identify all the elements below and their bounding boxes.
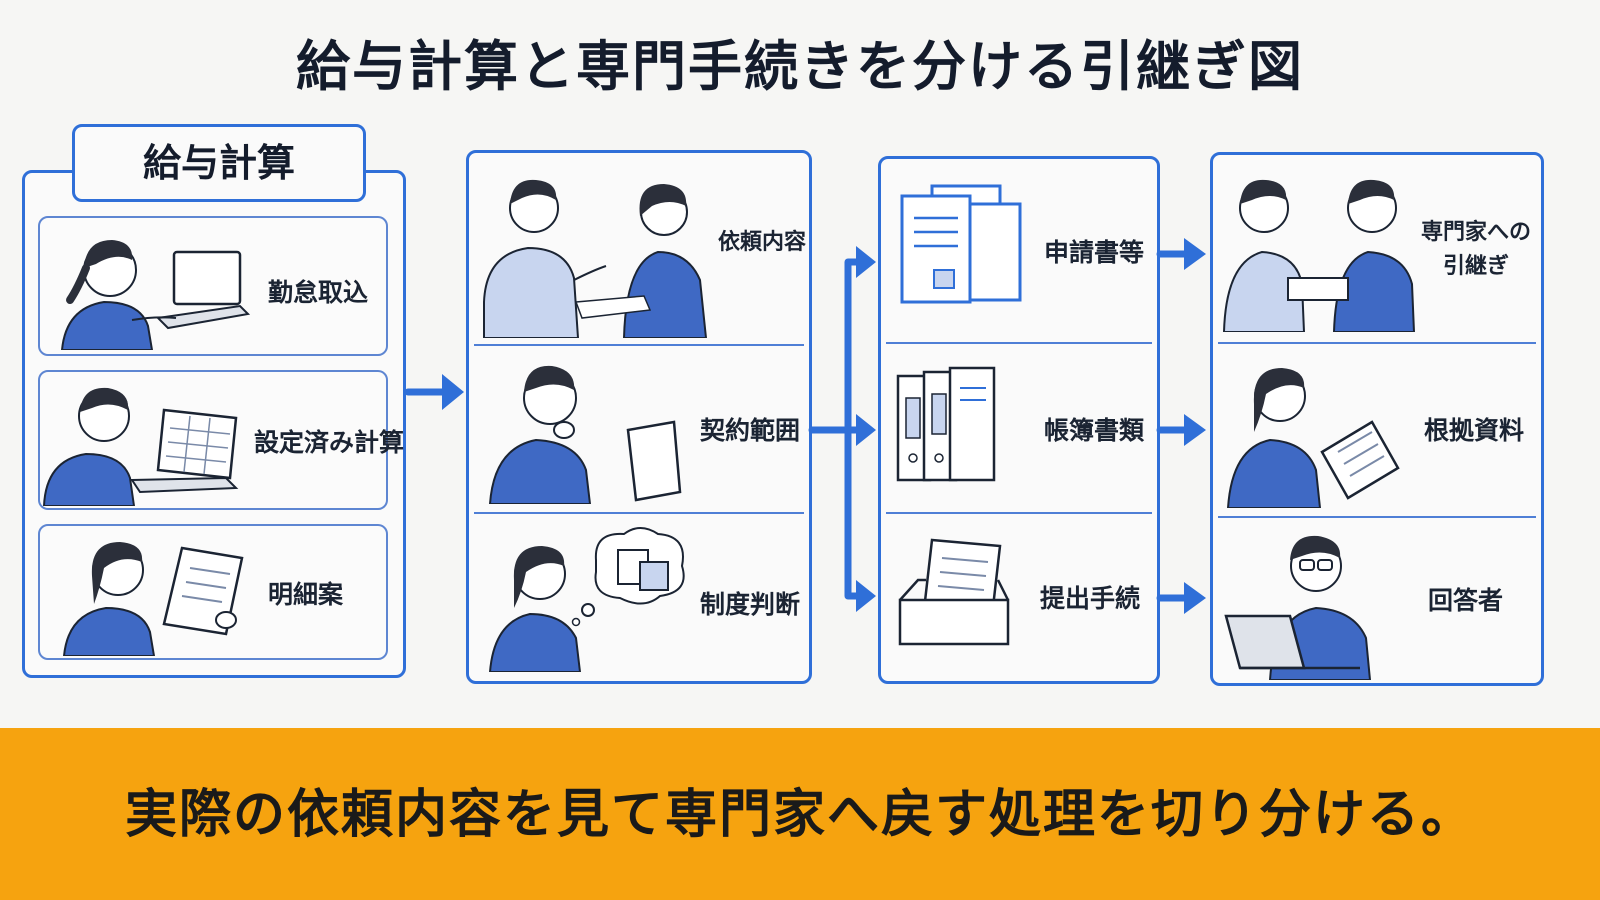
payroll-label-attendance: 勤怠取込	[268, 278, 369, 307]
man-thinking-document-icon	[488, 365, 682, 504]
arrow-head-6	[1184, 414, 1206, 446]
man-spreadsheet-laptop-icon	[42, 387, 239, 506]
application-forms-icon	[900, 184, 1022, 304]
summary-banner-text: 実際の依頼内容を見て専門家へ戻す処理を切り分ける。	[124, 785, 1475, 845]
review-divider-1	[474, 344, 804, 346]
documents-label-forms: 申請書等	[1044, 238, 1145, 267]
document-tray-icon	[898, 538, 1010, 646]
handover-label-evidence: 根拠資料	[1424, 416, 1525, 445]
review-label-contract: 契約範囲	[700, 416, 801, 445]
handover-panel	[1210, 152, 1544, 686]
handover-divider-1	[1218, 342, 1536, 344]
review-label-system: 制度判断	[700, 590, 801, 619]
woman-thinking-bubble-icon	[488, 527, 685, 672]
handover-divider-2	[1218, 516, 1536, 518]
documents-divider-1	[886, 342, 1152, 344]
woman-reading-binder-icon	[1226, 368, 1400, 508]
binders-icon	[896, 366, 996, 482]
review-label-request: 依頼内容	[718, 230, 807, 255]
handover-documents-icon	[1222, 179, 1416, 332]
handover-label-responder: 回答者	[1428, 586, 1504, 615]
arrow-head-5	[1184, 238, 1206, 270]
payroll-group-label: 給与計算	[72, 124, 366, 202]
consultation-meeting-icon	[483, 179, 708, 338]
woman-reading-document-icon	[62, 542, 244, 656]
arrow-head-7	[1184, 582, 1206, 614]
expert-laptop-icon	[1224, 535, 1372, 680]
diagram-title: 給与計算と専門手続きを分ける引継ぎ図	[296, 35, 1304, 98]
arrow-head-1	[442, 374, 464, 410]
arrow-head-2	[856, 246, 876, 278]
woman-laptop-icon	[60, 240, 251, 350]
handover-label-transfer-line1: 専門家への	[1420, 220, 1531, 245]
handover-label-transfer-line2: 引継ぎ	[1442, 254, 1509, 279]
review-divider-2	[474, 512, 804, 514]
arrow-head-4	[856, 580, 876, 612]
payroll-label-payslip: 明細案	[268, 580, 344, 609]
arrow-head-3	[856, 414, 876, 446]
summary-banner: 実際の依頼内容を見て専門家へ戻す処理を切り分ける。	[0, 728, 1600, 900]
documents-label-ledgers: 帳簿書類	[1044, 416, 1145, 445]
payroll-label-calculation: 設定済み計算	[254, 428, 405, 457]
documents-label-filing: 提出手続	[1040, 584, 1141, 613]
documents-divider-2	[886, 512, 1152, 514]
